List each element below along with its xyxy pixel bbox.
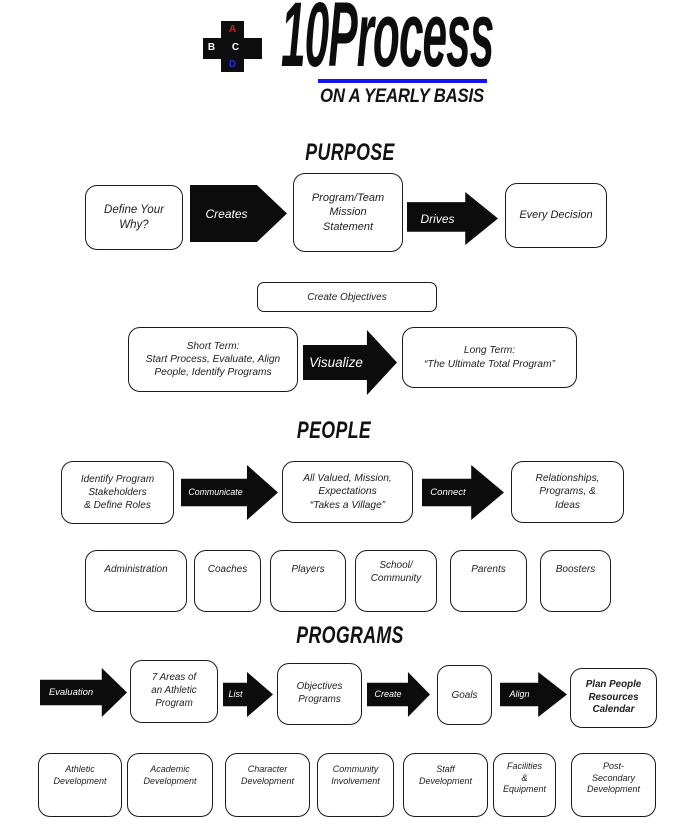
group-box-parents: Parents bbox=[450, 550, 527, 612]
seven-areas-box: 7 Areas of an Athletic Program bbox=[130, 660, 218, 723]
plan-resources-box: Plan People Resources Calendar bbox=[570, 668, 657, 728]
cross-letter-b: B bbox=[207, 42, 216, 53]
all-valued-box: All Valued, Mission, Expectations “Takes… bbox=[282, 461, 413, 523]
cross-letter-d: D bbox=[228, 59, 237, 70]
logo-title-word: Process bbox=[328, 0, 494, 86]
area-box-post-secondary: Post- Secondary Development bbox=[571, 753, 656, 817]
stakeholders-box: Identify Program Stakeholders & Define R… bbox=[61, 461, 174, 524]
group-box-boosters: Boosters bbox=[540, 550, 611, 612]
group-box-school-community: School/ Community bbox=[355, 550, 437, 612]
create-arrow: Create bbox=[367, 672, 430, 717]
logo-subtitle: ON A YEARLY BASIS bbox=[320, 86, 484, 107]
create-objectives-box: Create Objectives bbox=[257, 282, 437, 312]
logo-title-number: 10 bbox=[281, 0, 329, 86]
visualize-arrow: Visualize bbox=[303, 330, 397, 395]
area-box-community: Community Involvement bbox=[317, 753, 394, 817]
long-term-box: Long Term: “The Ultimate Total Program” bbox=[402, 327, 577, 388]
define-why-box: Define Your Why? bbox=[85, 185, 183, 250]
cross-letter-a: A bbox=[228, 24, 237, 35]
list-arrow: List bbox=[223, 672, 273, 717]
objectives-programs-box: Objectives Programs bbox=[277, 663, 362, 725]
logo-underline bbox=[318, 79, 487, 83]
area-box-character: Character Development bbox=[225, 753, 310, 817]
mission-statement-box: Program/Team Mission Statement bbox=[293, 173, 403, 252]
area-box-academic: Academic Development bbox=[127, 753, 213, 817]
abcd-cross-logo-icon: A B C D bbox=[203, 21, 262, 72]
programs-heading: PROGRAMS bbox=[296, 622, 404, 649]
communicate-arrow: Communicate bbox=[181, 465, 278, 520]
group-box-administration: Administration bbox=[85, 550, 187, 612]
area-box-staff: Staff Development bbox=[403, 753, 488, 817]
group-box-coaches: Coaches bbox=[194, 550, 261, 612]
area-box-athletic: Athletic Development bbox=[38, 753, 122, 817]
creates-arrow: Creates bbox=[190, 185, 287, 242]
cross-letter-c: C bbox=[231, 42, 240, 53]
relationships-box: Relationships, Programs, & Ideas bbox=[511, 461, 624, 523]
every-decision-box: Every Decision bbox=[505, 183, 607, 248]
group-box-players: Players bbox=[270, 550, 346, 612]
purpose-heading: PURPOSE bbox=[305, 139, 395, 166]
connect-arrow: Connect bbox=[422, 465, 504, 520]
people-heading: PEOPLE bbox=[296, 417, 372, 444]
logo-title: 10Process bbox=[281, 0, 494, 81]
goals-box: Goals bbox=[437, 665, 492, 725]
align-arrow: Align bbox=[500, 672, 567, 717]
short-term-box: Short Term: Start Process, Evaluate, Ali… bbox=[128, 327, 298, 392]
drives-arrow: Drives bbox=[407, 192, 498, 245]
cross-horizontal-bar bbox=[203, 38, 262, 59]
evaluation-arrow: Evaluation bbox=[40, 668, 127, 717]
area-box-facilities: Facilities & Equipment bbox=[493, 753, 556, 817]
